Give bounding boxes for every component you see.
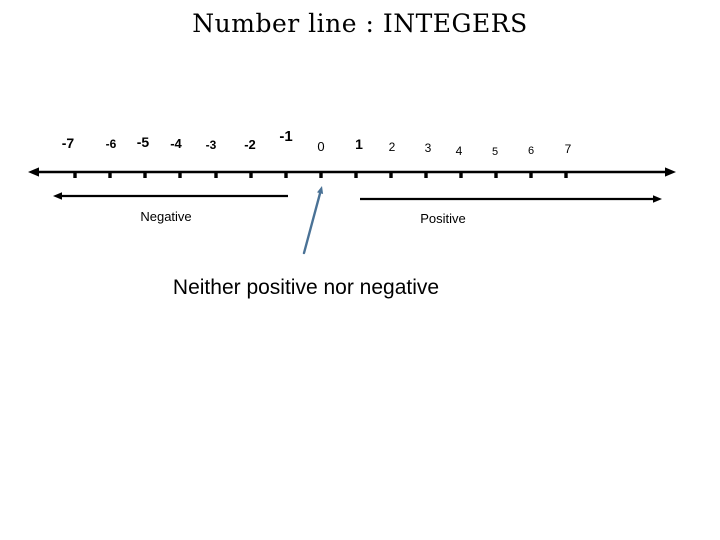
zero-pointer-arrow xyxy=(302,186,324,255)
positive-arrowhead xyxy=(653,195,662,203)
tick-label-neg6: -6 xyxy=(105,137,117,151)
tick-label-neg2: -2 xyxy=(244,137,256,152)
tick-label-5: 5 xyxy=(491,146,499,158)
tick-label-0: 0 xyxy=(317,139,325,154)
number-line-axis xyxy=(28,167,676,177)
tick-label-1: 1 xyxy=(355,136,363,152)
axis-right-arrowhead xyxy=(665,167,676,177)
tick-label-4: 4 xyxy=(455,144,463,158)
positive-label: Positive xyxy=(420,211,466,226)
tick-marks xyxy=(73,173,568,178)
positive-direction-arrow xyxy=(360,195,662,203)
zero-pointer-arrowhead xyxy=(317,186,324,195)
tick-label-7: 7 xyxy=(564,142,572,156)
negative-arrowhead xyxy=(53,192,62,200)
negative-label: Negative xyxy=(140,209,192,224)
tick-label-neg7: -7 xyxy=(61,135,75,151)
tick-label-6: 6 xyxy=(527,145,535,157)
tick-label-2: 2 xyxy=(388,140,396,154)
tick-label-3: 3 xyxy=(424,141,432,155)
page-title: Number line : INTEGERS xyxy=(192,9,528,38)
zero-caption: Neither positive nor negative xyxy=(172,276,440,299)
tick-label-neg3: -3 xyxy=(205,138,217,152)
tick-label-neg5: -5 xyxy=(136,134,150,150)
zero-pointer-shaft xyxy=(302,189,322,255)
axis-left-arrowhead xyxy=(28,167,39,177)
negative-direction-arrow xyxy=(53,192,288,200)
tick-label-neg4: -4 xyxy=(170,136,182,151)
tick-label-neg1: -1 xyxy=(279,128,293,145)
